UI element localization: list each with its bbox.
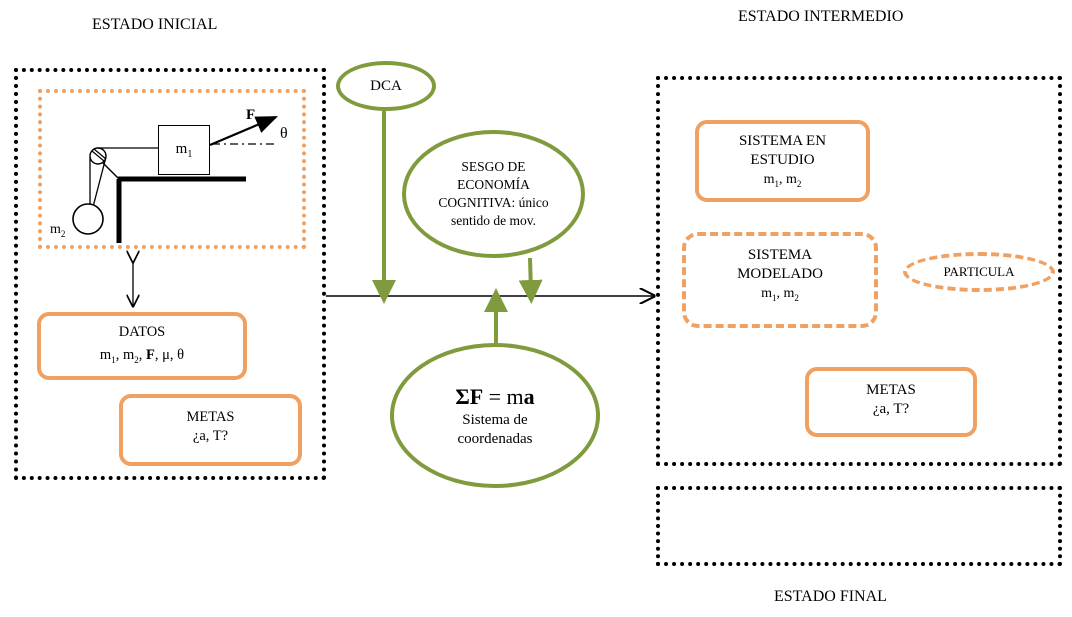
block-m1: m1 [158,125,210,175]
figure-frame [38,89,306,249]
sesgo-connector [518,257,543,304]
sistema-modelado-values: m1, m2 [761,286,799,303]
metas-box-intermediate: METAS ¿a, T? [805,367,977,437]
sesgo-line-1: SESGO DE [461,159,526,174]
initial-state-frame [14,68,326,480]
hanging-mass-m2 [72,203,104,235]
sistema-estudio-line-2: ESTUDIO [750,152,815,168]
pulley-hatch-2 [93,148,107,160]
metas-intermediate-title: METAS [866,382,916,398]
rope-vertical-right [92,156,107,208]
title-final-state: ESTADO FINAL [774,588,887,605]
title-initial-state: ESTADO INICIAL [92,16,218,33]
newton-law-ellipse: ΣF = ma Sistema de coordenadas [390,343,600,488]
final-state-frame [656,486,1062,566]
datos-title: DATOS [118,324,166,340]
newton-law-line-2: Sistema de [462,411,528,428]
sistema-estudio-line-1: SISTEMA EN [738,133,827,149]
datos-box: DATOS m1, m2, F, μ, θ [37,312,247,380]
label-m2: m2 [50,222,66,239]
metas-initial-values: ¿a, T? [192,428,229,444]
sistema-modelado-line-2: MODELADO [737,266,823,282]
intermediate-state-frame [656,76,1062,466]
pulley-bracket [99,159,120,180]
force-label: F [246,107,256,123]
particula-ellipse: PARTICULA [903,252,1055,292]
physics-figure [72,115,279,243]
sesgo-ellipse: SESGO DE ECONOMÍA COGNITIVA: único senti… [402,130,585,258]
sesgo-line-3: COGNITIVA: único [438,195,549,210]
pulley-hatch [91,150,105,162]
sistema-estudio-box: SISTEMA EN ESTUDIO m1, m2 [695,120,870,202]
metas-initial-title: METAS [186,409,235,425]
metas-intermediate-values: ¿a, T? [872,401,910,417]
newton-law-equation: ΣF = ma [455,383,535,409]
sistema-modelado-line-1: SISTEMA [747,247,813,263]
title-intermediate-state: ESTADO INTERMEDIO [738,8,904,25]
angle-label: θ [280,125,288,142]
sistema-modelado-box: SISTEMA MODELADO m1, m2 [682,232,878,328]
newton-law-line-3: coordenadas [457,430,533,447]
sesgo-line-4: sentido de mov. [451,213,536,228]
dca-ellipse: DCA [336,61,436,111]
sesgo-line-2: ECONOMÍA [457,177,530,192]
metas-box-initial: METAS ¿a, T? [119,394,302,466]
datos-values: m1, m2, F, μ, θ [99,347,185,365]
sistema-estudio-values: m1, m2 [763,172,802,189]
force-arrow [209,115,279,147]
